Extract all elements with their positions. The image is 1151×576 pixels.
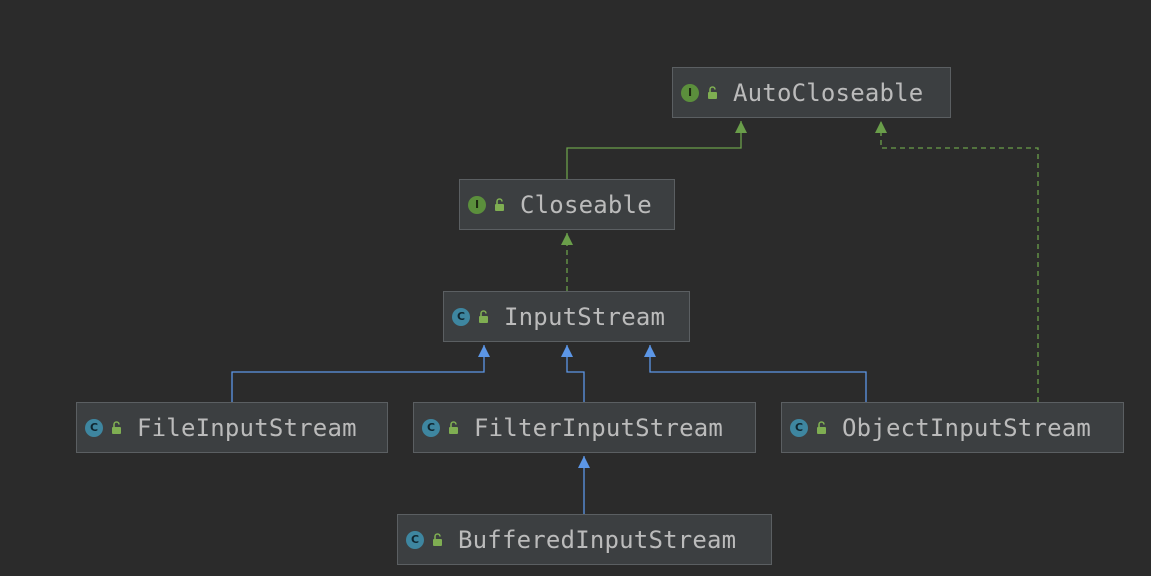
node-label: FileInputStream xyxy=(137,413,357,442)
interface-icon: I xyxy=(681,83,699,102)
arrowhead-icon xyxy=(578,456,590,468)
node-bufferedinputstream[interactable]: C BufferedInputStream xyxy=(397,514,772,565)
edge-filterinputstream-to-inputstream xyxy=(561,345,585,402)
edge-objectinputstream-to-inputstream xyxy=(644,345,867,402)
unlock-icon xyxy=(817,420,826,434)
node-objectinputstream[interactable]: C ObjectInputStream xyxy=(781,402,1124,453)
node-inputstream[interactable]: C InputStream xyxy=(443,291,690,342)
unlock-icon xyxy=(449,420,458,434)
unlock-icon xyxy=(433,532,442,546)
edge-bufferedinputstream-to-filterinputstream xyxy=(578,456,590,514)
class-icon: C xyxy=(406,530,424,549)
arrowhead-icon xyxy=(478,345,490,357)
edge-fileinputstream-to-inputstream xyxy=(231,345,490,402)
class-icon: C xyxy=(85,418,103,437)
node-label: AutoCloseable xyxy=(733,78,924,107)
class-icon: C xyxy=(790,418,808,437)
node-label: ObjectInputStream xyxy=(842,413,1092,442)
class-icon: C xyxy=(422,418,440,437)
unlock-icon xyxy=(112,420,121,434)
node-label: Closeable xyxy=(520,190,652,219)
node-filterinputstream[interactable]: C FilterInputStream xyxy=(413,402,756,453)
node-label: InputStream xyxy=(504,302,666,331)
arrowhead-icon xyxy=(561,345,573,357)
edge-closeable-to-autocloseable xyxy=(566,121,747,179)
node-autocloseable[interactable]: I AutoCloseable xyxy=(672,67,951,118)
unlock-icon xyxy=(708,85,717,99)
node-label: FilterInputStream xyxy=(474,413,724,442)
interface-icon: I xyxy=(468,195,486,214)
arrowhead-icon xyxy=(561,233,573,245)
node-label: BufferedInputStream xyxy=(458,525,737,554)
edge-inputstream-to-closeable xyxy=(561,233,573,291)
node-fileinputstream[interactable]: C FileInputStream xyxy=(76,402,388,453)
arrowhead-icon xyxy=(644,345,656,357)
arrowhead-icon xyxy=(735,121,747,133)
node-closeable[interactable]: I Closeable xyxy=(459,179,675,230)
arrowhead-icon xyxy=(875,121,887,133)
edge-objectinputstream-to-autocloseable xyxy=(875,121,1039,402)
unlock-icon xyxy=(479,309,488,323)
abstract-class-icon: C xyxy=(452,307,470,326)
unlock-icon xyxy=(495,197,504,211)
